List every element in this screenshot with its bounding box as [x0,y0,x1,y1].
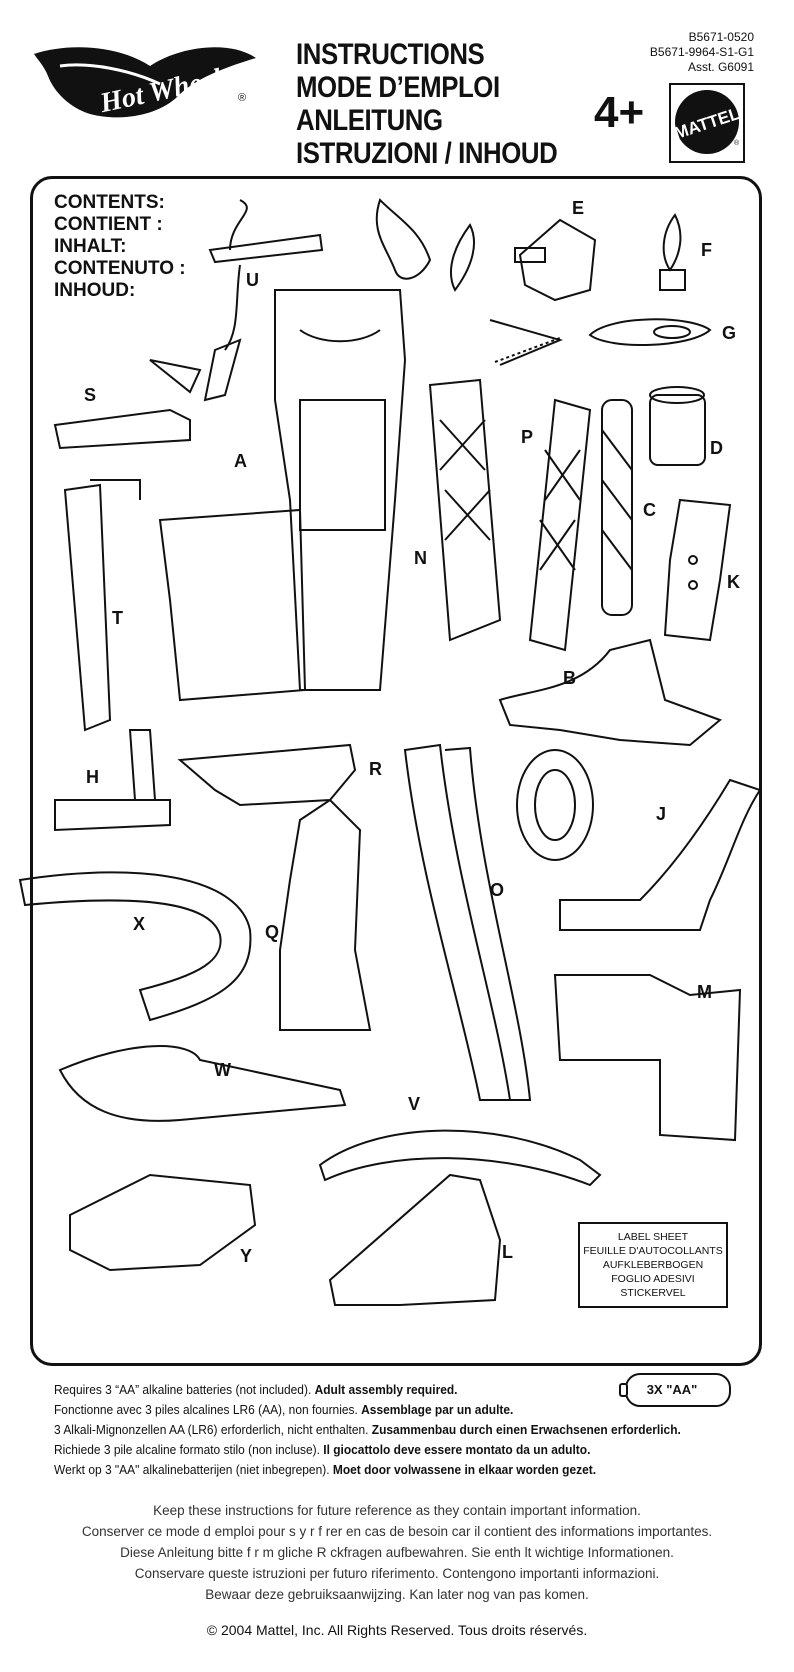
contents-heading-line: CONTIENT : [54,214,163,235]
part-label-r: R [369,759,382,779]
part-w-illustration [58,1045,347,1122]
battery-requirements: Requires 3 “AA” alkaline batteries (not … [54,1380,754,1480]
mattel-registered-mark: ® [734,140,740,147]
age-rating: 4+ [594,88,645,137]
part-u-illustration [149,199,324,402]
part-label-k: K [727,572,740,592]
part-f-illustration [659,213,686,291]
part-d-illustration [649,386,706,466]
part-label-n: N [414,548,427,568]
part-v-illustration [318,1129,602,1187]
battery-icon [618,1372,734,1408]
part-label-u: U [246,270,259,290]
notice-line: Diese Anleitung bitte f r m gliche R ckf… [120,1545,674,1560]
part-label-g: G [722,323,737,343]
part-label-m: M [697,982,712,1002]
part-m-illustration [553,974,742,1142]
copyright: © 2004 Mattel, Inc. All Rights Reserved.… [206,1622,588,1638]
part-g-illustration [588,318,712,346]
notice-line: Conserver ce mode d emploi pour s y r f … [81,1524,713,1539]
label-sheet-line: LABEL SHEET [617,1231,689,1243]
keep-instructions-notice: Keep these instructions for future refer… [30,1500,764,1605]
notice-line: Keep these instructions for future refer… [153,1503,641,1518]
part-c-illustration [601,399,633,616]
title-block: INSTRUCTIONS MODE D’EMPLOI ANLEITUNG IST… [296,38,586,170]
requirement-line: Richiede 3 pile alcaline formato stilo (… [54,1442,591,1457]
part-q-illustration [279,798,372,1031]
product-codes: B5671-0520 B5671-9964-S1-G1 Asst. G6091 [650,30,754,75]
part-p-illustration [528,398,592,652]
part-label-a: A [234,451,247,471]
title-line: ISTRUZIONI / INHOUD [296,137,558,170]
part-label-f: F [701,240,712,260]
part-label-x: X [133,914,146,934]
hot-wheels-logo: Hot Wheels [30,36,260,126]
part-label-e: E [572,198,585,218]
part-o-illustration [403,743,532,1101]
part-j-ramp-illustration [559,778,762,931]
requirement-line: Fonctionne avec 3 piles alcalines LR6 (A… [54,1402,514,1417]
product-code: B5671-0520 [688,30,754,44]
contents-heading: CONTENTS: CONTIENT : INHALT: CONTENUTO :… [54,192,186,302]
part-t-illustration [63,479,141,732]
mattel-logo: MATTEL [668,82,746,164]
part-n-illustration [428,378,502,642]
part-k-illustration [663,498,732,642]
part-label-y: Y [240,1246,253,1266]
contents-heading-line: INHOUD: [54,280,136,301]
contents-heading-line: INHALT: [54,236,127,257]
part-label-p: P [521,427,534,447]
part-label-c: C [643,500,656,520]
part-label-h: H [86,767,99,787]
part-j-illustration [516,749,594,861]
notice-line: Conservare queste istruzioni per futuro … [134,1566,660,1581]
title-line: ANLEITUNG [296,104,443,137]
part-h-illustration [54,729,171,832]
part-l-illustration [328,1173,502,1306]
label-sheet-line: STICKERVEL [620,1287,686,1299]
part-label-q: Q [265,922,280,942]
flame-pieces-illustration [375,198,475,292]
title-line: INSTRUCTIONS [296,38,485,71]
part-a-illustration [158,289,407,702]
product-code: Asst. G6091 [687,60,754,74]
part-label-b: B [563,668,576,688]
part-label-d: D [710,438,723,458]
contents-heading-line: CONTENUTO : [54,258,186,279]
product-code: B5671-9964-S1-G1 [649,45,754,59]
part-x-illustration [18,871,252,1022]
part-e-illustration [514,218,597,302]
label-sheet-line: FOGLIO ADESIVI [611,1273,695,1285]
title-line: MODE D’EMPLOI [296,71,500,104]
requirement-line: 3 Alkali-Mignonzellen AA (LR6) erforderl… [54,1422,681,1437]
part-label-s: S [84,385,97,405]
part-label-v: V [408,1094,421,1114]
part-label-l: L [502,1242,513,1262]
part-y-illustration [69,1173,257,1272]
part-label-t: T [112,608,123,628]
notice-line: Bewaar deze gebruiksaanwijzing. Kan late… [205,1587,589,1602]
label-sheet-box: LABEL SHEET FEUILLE D'AUTOCOLLANTS AUFKL… [578,1222,728,1308]
registered-mark: ® [238,92,247,104]
spring-illustration [489,319,564,366]
part-label-o: O [490,880,505,900]
part-r-illustration [177,743,357,807]
contents-frame [30,176,762,1366]
label-sheet-line: AUFKLEBERBOGEN [602,1259,704,1271]
part-s-illustration [53,408,191,450]
requirement-line: Requires 3 “AA” alkaline batteries (not … [54,1382,458,1397]
part-b-illustration [498,638,722,747]
battery-label: 3X "AA" [646,1382,698,1397]
contents-heading-line: CONTENTS: [54,192,165,213]
label-sheet-line: FEUILLE D'AUTOCOLLANTS [583,1245,723,1257]
part-label-w: W [214,1060,231,1080]
requirement-line: Werkt op 3 "AA" alkalinebatterijen (niet… [54,1462,597,1477]
part-label-j: J [656,804,667,824]
